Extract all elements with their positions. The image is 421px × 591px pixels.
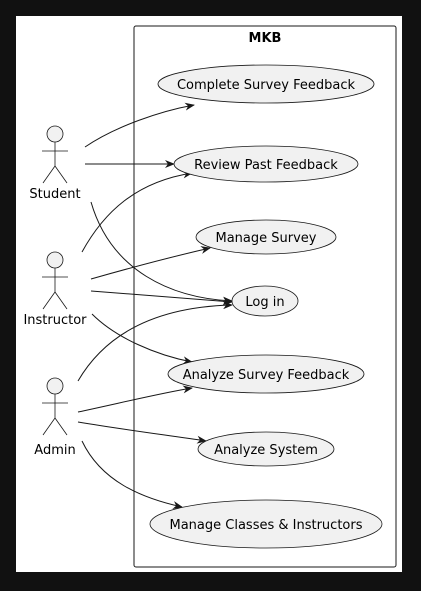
edge-instructor-analyze-feedback	[91, 313, 193, 365]
use-case-label: Manage Classes & Instructors	[170, 518, 363, 533]
system-title: MKB	[249, 31, 282, 46]
actor-label: Admin	[34, 443, 75, 458]
use-case-analyze-system: Analyze System	[197, 431, 335, 467]
use-case-diagram: MKB Student	[23, 25, 397, 568]
use-case-analyze-survey-feedback: Analyze Survey Feedback	[167, 354, 365, 394]
edge-student-login	[90, 201, 233, 305]
stick-figure-icon	[42, 251, 68, 310]
edge-student-complete	[84, 102, 195, 148]
use-case-label: Review Past Feedback	[194, 158, 338, 173]
edge-admin-analyze-system	[77, 421, 207, 444]
edge-admin-login	[77, 301, 233, 382]
actor-label: Instructor	[23, 313, 87, 328]
edge-admin-analyze-feedback	[77, 385, 193, 413]
use-case-log-in: Log in	[231, 285, 299, 317]
use-case-label: Analyze System	[214, 443, 318, 458]
use-case-manage-survey: Manage Survey	[195, 219, 337, 255]
edge-instructor-login	[90, 290, 233, 306]
use-case-label: Complete Survey Feedback	[177, 78, 356, 93]
use-case-label: Log in	[245, 295, 284, 310]
associations	[77, 102, 233, 509]
edge-instructor-review	[81, 170, 193, 253]
use-case-complete-survey-feedback: Complete Survey Feedback	[157, 64, 375, 104]
actor-instructor: Instructor	[23, 251, 87, 328]
actor-label: Student	[29, 187, 80, 202]
use-case-label: Analyze Survey Feedback	[183, 368, 350, 383]
system-boundary	[133, 25, 397, 568]
use-case-manage-classes-instructors: Manage Classes & Instructors	[149, 499, 383, 549]
diagram-canvas: MKB Student	[16, 16, 402, 572]
use-case-review-past-feedback: Review Past Feedback	[173, 145, 359, 183]
edge-instructor-manage-survey	[90, 246, 211, 280]
use-case-label: Manage Survey	[216, 231, 317, 246]
edge-admin-manage-classes	[81, 440, 183, 509]
actor-admin: Admin	[34, 377, 76, 458]
stick-figure-icon	[42, 377, 68, 436]
actor-student: Student	[29, 125, 81, 202]
stick-figure-icon	[42, 125, 68, 184]
